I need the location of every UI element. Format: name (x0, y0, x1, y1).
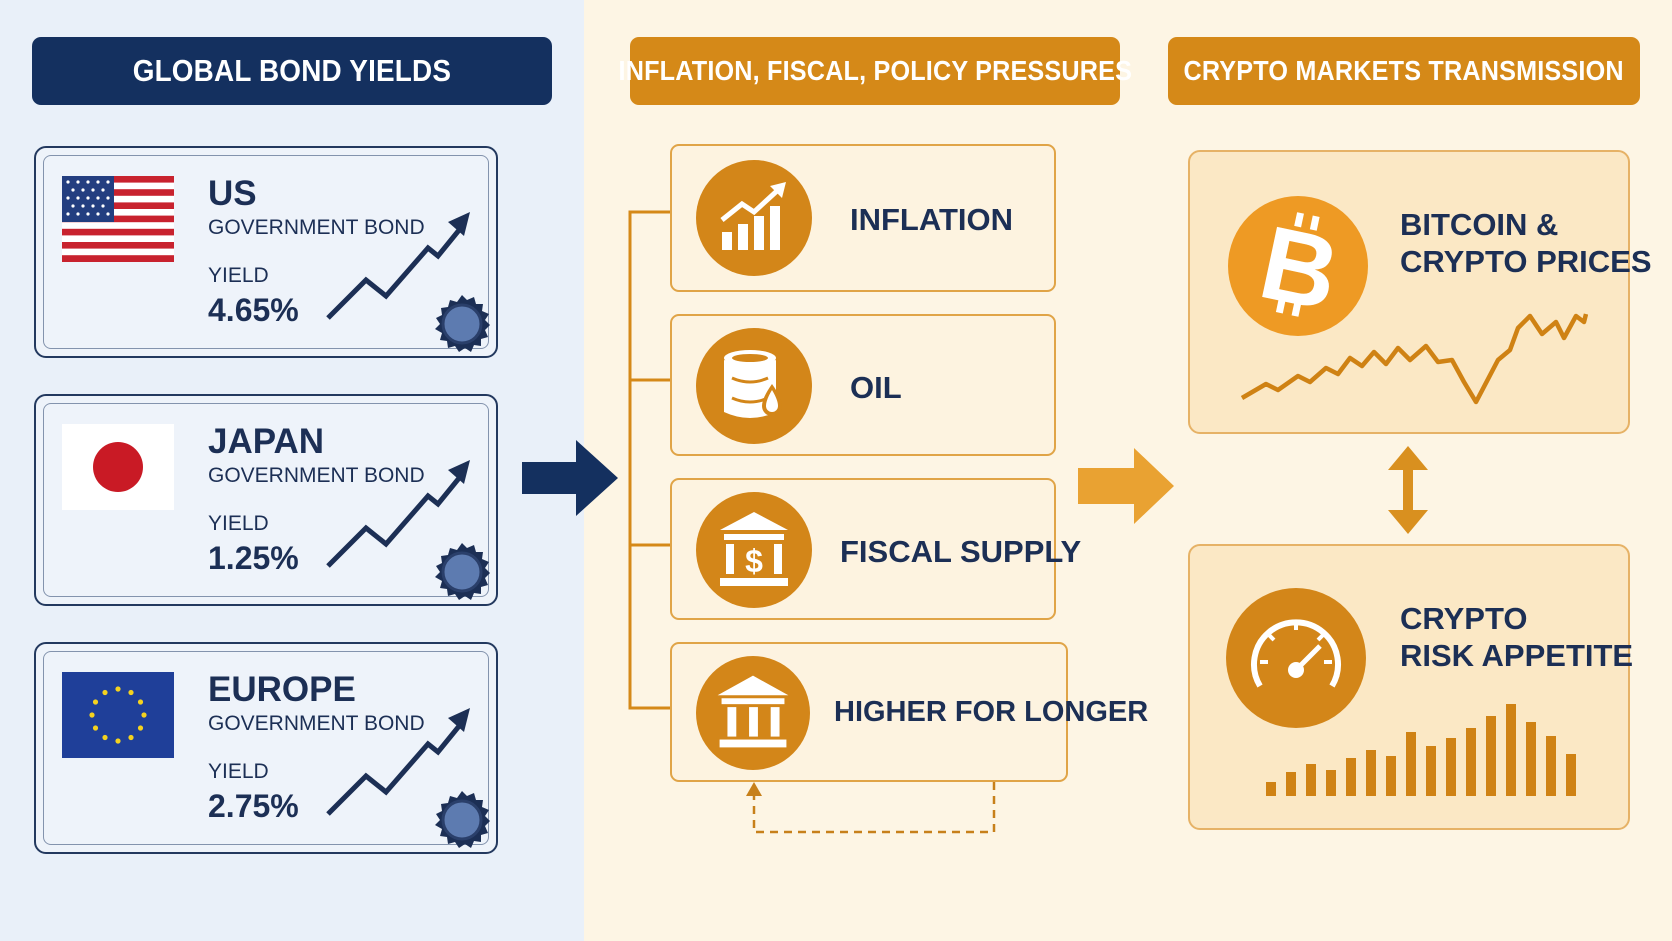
header-global-bond-yields: GLOBAL BOND YIELDS (32, 37, 552, 105)
bitcoin-circle: B (1228, 196, 1368, 336)
us-flag-icon (62, 176, 174, 262)
svg-text:$: $ (745, 543, 763, 579)
pressure-label: OIL (850, 370, 902, 405)
oil-barrel-icon (724, 350, 782, 418)
header-crypto-transmission: CRYPTO MARKETS TRANSMISSION (1168, 37, 1640, 105)
header-left-text: GLOBAL BOND YIELDS (132, 53, 452, 88)
seal-icon (435, 543, 490, 600)
rising-bar-chart-icon (720, 182, 786, 250)
header-middle-text: INFLATION, FISCAL, POLICY PRESSURES (618, 55, 1132, 86)
eu-flag-icon (62, 672, 174, 758)
japan-flag-icon (62, 424, 174, 510)
yield-label: YIELD (208, 512, 269, 535)
crypto-prices-line1: BITCOIN & (1400, 207, 1559, 242)
crypto-card-prices: B BITCOIN & CRYPTO PRICES (1188, 150, 1652, 434)
pressure-label: INFLATION (850, 202, 1014, 237)
yield-value: 1.25% (208, 540, 299, 576)
bond-subtitle: GOVERNMENT BOND (208, 216, 425, 239)
crypto-prices-line2: CRYPTO PRICES (1400, 244, 1652, 279)
yield-label: YIELD (208, 264, 269, 287)
bidirectional-arrow-icon (1388, 446, 1428, 534)
feedback-loop-arrow (746, 782, 996, 834)
pressure-icon-circle (696, 160, 812, 276)
bond-country: JAPAN (208, 422, 325, 461)
bond-subtitle: GOVERNMENT BOND (208, 464, 425, 487)
treasury-dollar-icon: $ (720, 512, 788, 586)
yield-value: 4.65% (208, 292, 299, 328)
yield-label: YIELD (208, 760, 269, 783)
crypto-risk-line1: CRYPTO (1400, 601, 1528, 636)
pressure-label: HIGHER FOR LONGER (834, 696, 1149, 728)
pressure-icon-circle: $ (696, 492, 812, 608)
crypto-risk-line2: RISK APPETITE (1400, 638, 1634, 673)
pressure-label: FISCAL SUPPLY (840, 534, 1082, 569)
pressure-card-higher-for-longer: HIGHER FOR LONGER (670, 642, 1148, 782)
bond-card-us: US GOVERNMENT BOND YIELD 4.65% (34, 146, 498, 358)
bond-country: EUROPE (208, 670, 356, 709)
trend-up-arrow-icon (326, 460, 470, 568)
pressure-bracket (628, 210, 672, 710)
card-inner-border (43, 403, 489, 597)
pressure-icon-circle (696, 656, 810, 770)
pressure-card-inflation: INFLATION (670, 144, 1056, 292)
bond-country: US (208, 174, 257, 213)
bond-card-europe: EUROPE GOVERNMENT BOND YIELD 2.75% (34, 642, 498, 854)
right-arrow-icon (522, 440, 618, 516)
card-inner-border (43, 651, 489, 845)
price-line-chart-icon (1240, 313, 1588, 405)
bitcoin-icon: B (1251, 204, 1349, 333)
trend-up-arrow-icon (326, 212, 470, 320)
volume-bars-icon (1266, 704, 1576, 796)
bond-card-japan: JAPAN GOVERNMENT BOND YIELD 1.25% (34, 394, 498, 606)
pressure-card-fiscal-supply: $ FISCAL SUPPLY (670, 478, 1081, 620)
pressure-card-oil: OIL (670, 314, 1056, 456)
pressure-icon-circle (696, 328, 812, 444)
crypto-card-risk-appetite: CRYPTO RISK APPETITE (1188, 544, 1634, 830)
bond-subtitle: GOVERNMENT BOND (208, 712, 425, 735)
header-pressures: INFLATION, FISCAL, POLICY PRESSURES (618, 37, 1132, 105)
right-arrow-icon (1078, 448, 1174, 524)
yield-value: 2.75% (208, 788, 299, 824)
card-inner-border (43, 155, 489, 349)
header-right-text: CRYPTO MARKETS TRANSMISSION (1183, 55, 1625, 86)
speedometer-circle (1226, 588, 1366, 728)
speedometer-icon (1251, 619, 1341, 688)
bank-building-icon (717, 675, 789, 748)
trend-up-arrow-icon (326, 708, 470, 816)
seal-icon (435, 295, 490, 352)
seal-icon (435, 791, 490, 848)
